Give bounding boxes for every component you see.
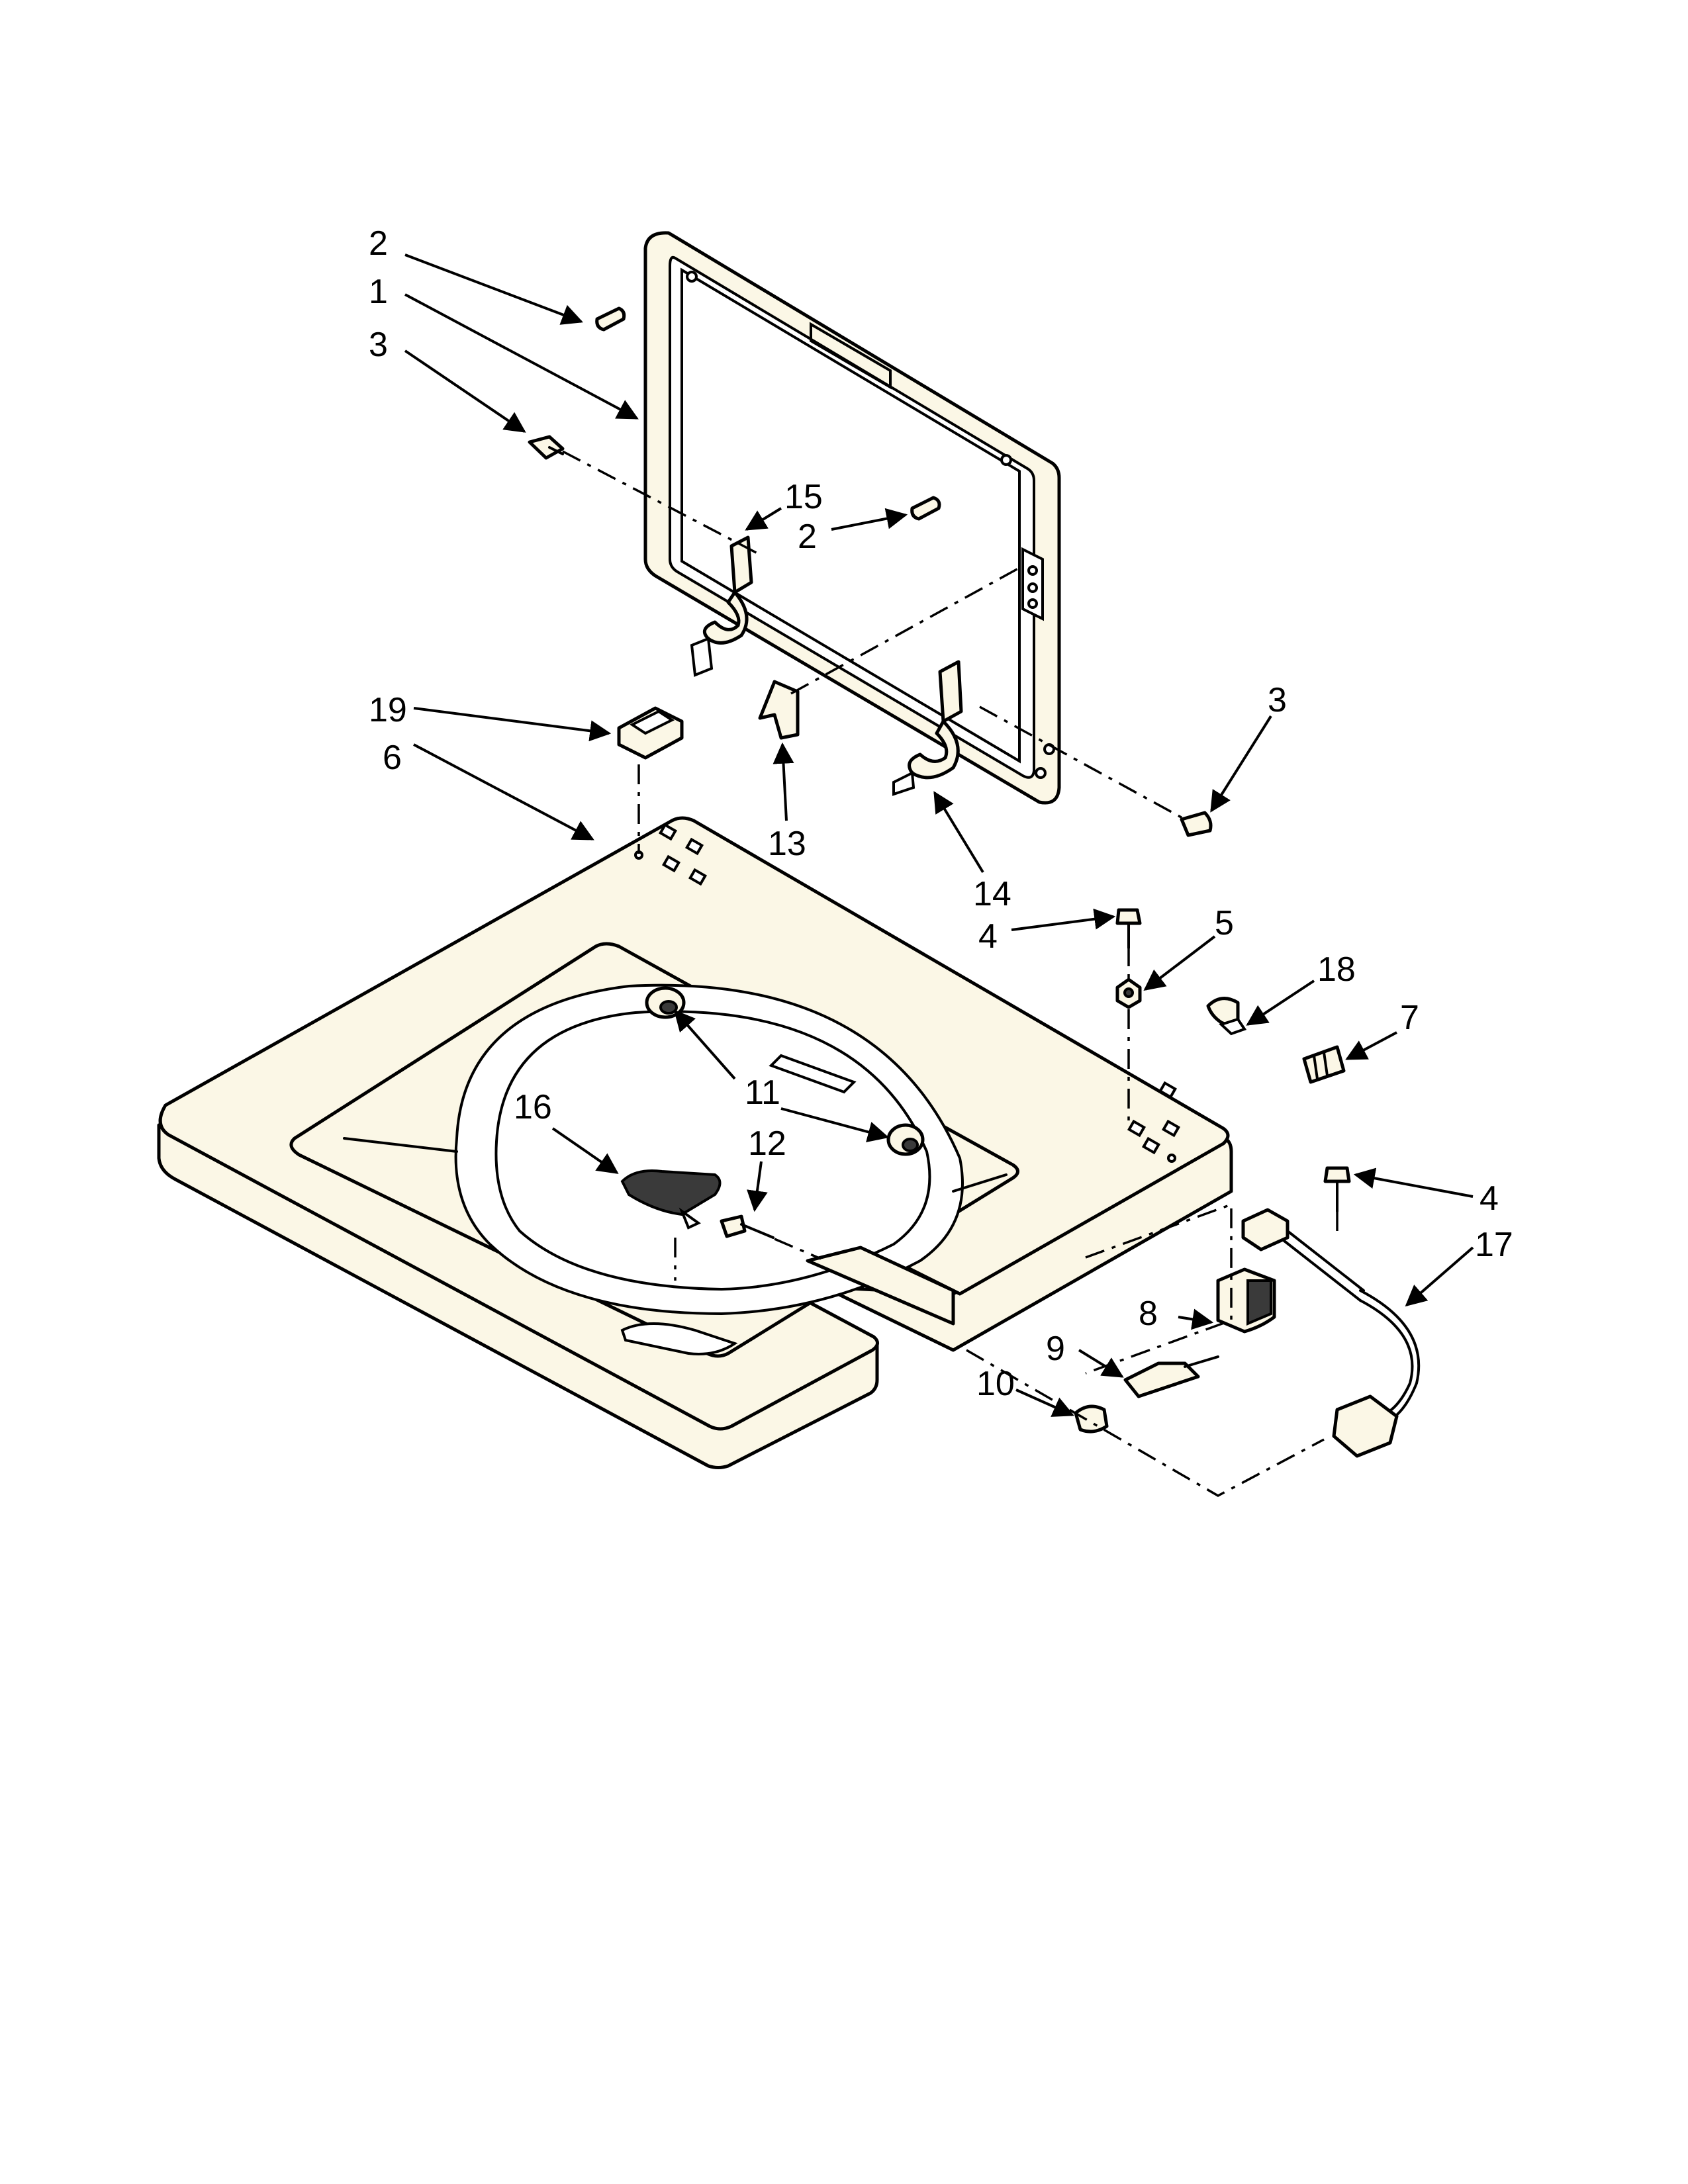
nut-part-5 <box>1115 978 1142 1009</box>
bracket-part-13 <box>758 680 800 740</box>
callout-15: 15 <box>784 478 823 516</box>
callout-2-right: 2 <box>798 518 817 556</box>
screw-part-4-upper <box>1115 908 1142 949</box>
callout-13: 13 <box>768 825 806 863</box>
callout-11: 11 <box>745 1073 780 1112</box>
lid-frame <box>643 231 1061 805</box>
screw-part-3-left <box>528 435 565 460</box>
hinge-part-15 <box>690 535 753 677</box>
bolt-part-12 <box>720 1214 774 1239</box>
hinge-part-14 <box>892 660 963 796</box>
callout-16: 16 <box>514 1088 552 1126</box>
callout-8: 8 <box>1139 1295 1158 1333</box>
callout-4-lower: 4 <box>1479 1179 1499 1218</box>
callout-5: 5 <box>1215 904 1234 942</box>
switch-part-8 <box>1216 1267 1276 1334</box>
callout-6: 6 <box>383 739 402 777</box>
callout-4-upper: 4 <box>978 917 998 956</box>
callout-3-right: 3 <box>1268 681 1287 719</box>
screw-part-3-right <box>1180 811 1213 837</box>
callout-14: 14 <box>973 875 1011 913</box>
bumper-part-11-left <box>645 986 686 1019</box>
lid-stop-part-16 <box>620 1169 722 1230</box>
top-cover <box>157 816 1233 1469</box>
bumper-part-2-right <box>910 496 941 521</box>
leader-lines <box>404 253 1474 1417</box>
wire-harness-part-17 <box>1241 1208 1421 1458</box>
screw-part-4-lower <box>1323 1166 1351 1212</box>
callout-19: 19 <box>369 691 407 729</box>
connector-part-7 <box>1302 1045 1346 1084</box>
clip-part-10 <box>1074 1404 1109 1433</box>
callout-9: 9 <box>1046 1330 1065 1368</box>
alignment-lines <box>562 450 1338 1498</box>
callout-labels: 2 1 3 15 2 19 6 13 14 3 4 5 18 7 16 11 1… <box>369 224 1513 1403</box>
callout-7: 7 <box>1400 999 1419 1037</box>
bumper-part-2-top <box>595 306 626 332</box>
callout-1: 1 <box>369 273 388 311</box>
plunger-part-9 <box>1123 1355 1219 1398</box>
clip-part-18 <box>1206 997 1247 1036</box>
callout-18: 18 <box>1317 950 1356 989</box>
callout-17: 17 <box>1475 1226 1513 1264</box>
switch-part-19 <box>617 706 684 760</box>
callout-12: 12 <box>748 1124 786 1163</box>
bumper-part-11-right <box>886 1123 925 1156</box>
callout-10: 10 <box>976 1365 1015 1403</box>
callout-3-left: 3 <box>369 326 388 364</box>
callout-2-top: 2 <box>369 224 388 263</box>
